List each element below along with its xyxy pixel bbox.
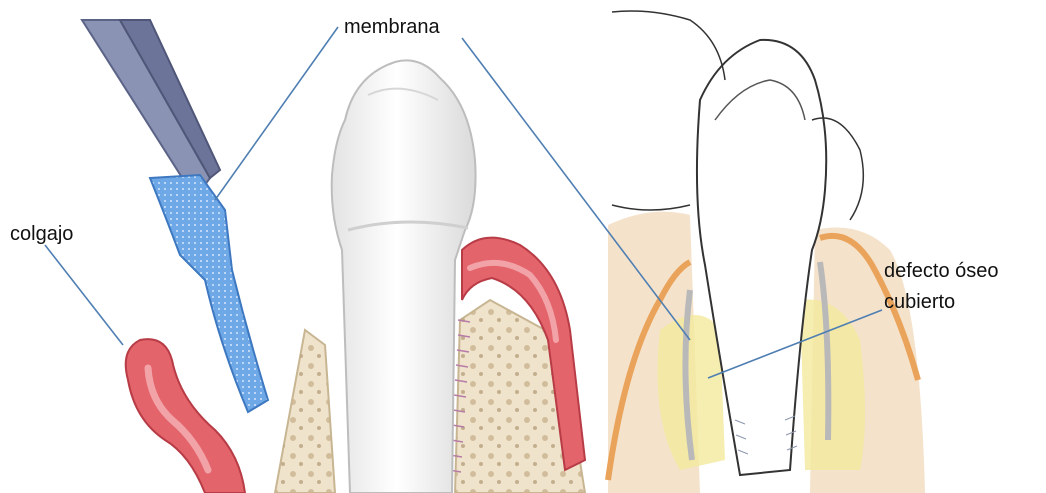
left-panel [82, 20, 585, 493]
leader-colgajo [45, 245, 123, 345]
tooth-illustration [332, 60, 476, 493]
gum-flap [126, 339, 245, 493]
label-defecto-line2: cubierto [884, 291, 955, 313]
right-panel [608, 11, 925, 493]
label-defecto-line1: defecto óseo [884, 260, 999, 282]
label-membrana: membrana [344, 16, 440, 38]
leader-membrana-left [215, 27, 338, 200]
leader-membrana-right [462, 38, 690, 340]
label-colgajo: colgajo [10, 223, 73, 245]
